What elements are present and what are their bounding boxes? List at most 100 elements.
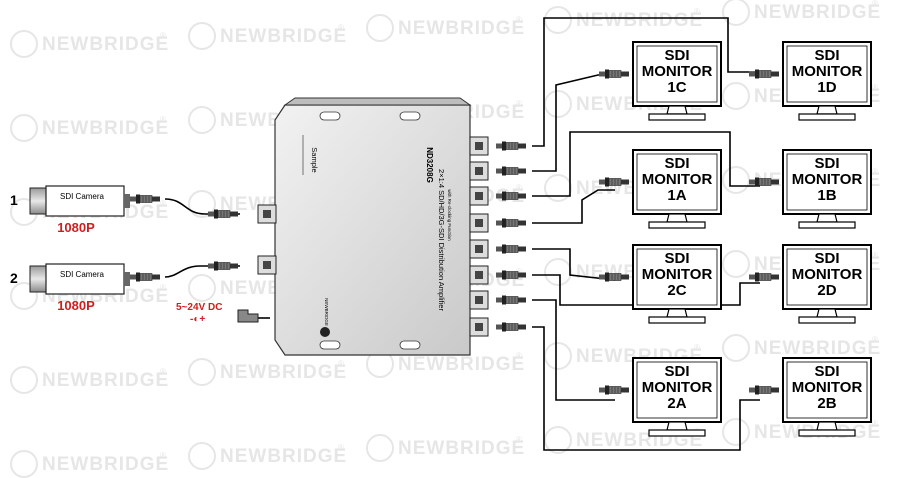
output-cable-1A [532, 189, 615, 224]
watermark-text: NEWBRIDGE [398, 18, 525, 39]
watermark-registered: ® [516, 15, 522, 24]
output-cable-1D [532, 17, 760, 147]
camera-1-label: SDI Camera [60, 192, 105, 201]
monitor-group: SDIMONITOR1CSDIMONITOR1DSDIMONITOR1ASDIM… [598, 41, 872, 437]
device-logo-icon [320, 327, 330, 337]
monitor-label-line-2: MONITOR [792, 63, 863, 80]
camera-connector-2 [130, 272, 160, 282]
watermark-registered: ® [516, 435, 522, 444]
monitor-label-line-1: SDI [664, 363, 689, 380]
watermark-text: NEWBRIDGE [398, 438, 525, 459]
watermark-registered: ® [516, 99, 522, 108]
watermark-registered: ® [516, 183, 522, 192]
watermark-registered: ® [694, 7, 700, 16]
monitor-neck [666, 421, 688, 431]
watermark-registered: ® [516, 267, 522, 276]
watermark-text: NEWBRIDGE [220, 362, 347, 383]
mount-slot-top-left [319, 111, 341, 121]
watermark-registered: ® [872, 0, 878, 8]
watermark-registered: ® [160, 31, 166, 40]
watermark: NEWBRIDGE® [366, 434, 525, 462]
monitor-label-line-3: 1A [667, 187, 686, 204]
monitor-label-line-3: 1D [817, 79, 836, 96]
watermark-registered: ® [872, 83, 878, 92]
monitor-neck [666, 105, 688, 115]
mount-slot-top-right [399, 111, 421, 121]
monitor-label-line-2: MONITOR [792, 266, 863, 283]
power-plug-icon [237, 309, 259, 323]
monitor-screen [786, 248, 868, 306]
input-cable-1 [164, 198, 240, 215]
monitor-label-line-2: MONITOR [792, 379, 863, 396]
monitor-label-line-1: SDI [814, 250, 839, 267]
watermark-registered: ® [160, 115, 166, 124]
watermark-registered: ® [516, 351, 522, 360]
output-connector-group [495, 140, 527, 333]
watermark-text: NEWBRIDGE [42, 118, 169, 139]
monitor-neck [666, 213, 688, 223]
watermark: NEWBRIDGE® [10, 114, 169, 142]
watermark-text: NEWBRIDGE [220, 26, 347, 47]
camera-1-port [124, 194, 130, 208]
monitor-label-line-1: SDI [664, 155, 689, 172]
monitor-label-line-2: MONITOR [642, 266, 713, 283]
watermark-registered: ® [160, 283, 166, 292]
device-logo-text: NEWBRIDGE [324, 298, 329, 326]
monitor-connector-icon [748, 384, 780, 396]
camera-2-body [45, 263, 125, 295]
camera-2-number: 2 [10, 270, 18, 286]
watermark-text: NEWBRIDGE [42, 34, 169, 55]
camera-1-lens [29, 187, 47, 215]
camera-2: SDI Camera 2 1080P [10, 263, 130, 313]
camera-1: SDI Camera 1 1080P [10, 185, 130, 235]
watermark-registered: ® [872, 419, 878, 428]
watermark: NEWBRIDGE® [722, 0, 880, 26]
monitor-neck [816, 105, 838, 115]
watermark: NEWBRIDGE® [188, 358, 347, 386]
output-connector-7 [495, 294, 527, 306]
watermark: NEWBRIDGE® [10, 30, 169, 58]
watermark: NEWBRIDGE® [544, 6, 703, 34]
camera-2-label: SDI Camera [60, 270, 105, 279]
output-port-socket [475, 323, 483, 331]
watermark: NEWBRIDGE® [722, 334, 880, 362]
monitor-label-line-3: 2A [667, 395, 686, 412]
output-connector-1 [495, 140, 527, 152]
watermark-text: NEWBRIDGE [42, 370, 169, 391]
output-port-socket [475, 142, 483, 150]
watermark: NEWBRIDGE® [366, 14, 525, 42]
watermark-text: NEWBRIDGE [576, 10, 703, 31]
watermark-registered: ® [338, 443, 344, 452]
monitor-connector-icon [598, 384, 630, 396]
device-model: ND3208G [425, 147, 434, 183]
monitor-stand [648, 316, 706, 324]
watermark: NEWBRIDGE® [10, 366, 169, 394]
monitor-stand [798, 429, 856, 437]
mount-slot-bottom-left [319, 340, 341, 350]
watermark-registered: ® [872, 335, 878, 344]
camera-1-resolution: 1080P [57, 220, 95, 235]
camera-2-port [124, 272, 130, 286]
monitor-screen [636, 153, 718, 211]
monitor-stand [648, 429, 706, 437]
device-subtitle: with Re-clocking Function [447, 189, 452, 241]
watermark-registered: ® [694, 343, 700, 352]
monitor-screen [786, 361, 868, 419]
camera-1-body [45, 185, 125, 217]
cable-layer [164, 17, 760, 451]
monitor-label-line-1: SDI [814, 363, 839, 380]
camera-2-lens [29, 265, 47, 293]
monitor-label-line-1: SDI [814, 155, 839, 172]
monitor-stand [798, 113, 856, 121]
input-port-1-socket [263, 210, 271, 218]
monitor-stand [798, 221, 856, 229]
